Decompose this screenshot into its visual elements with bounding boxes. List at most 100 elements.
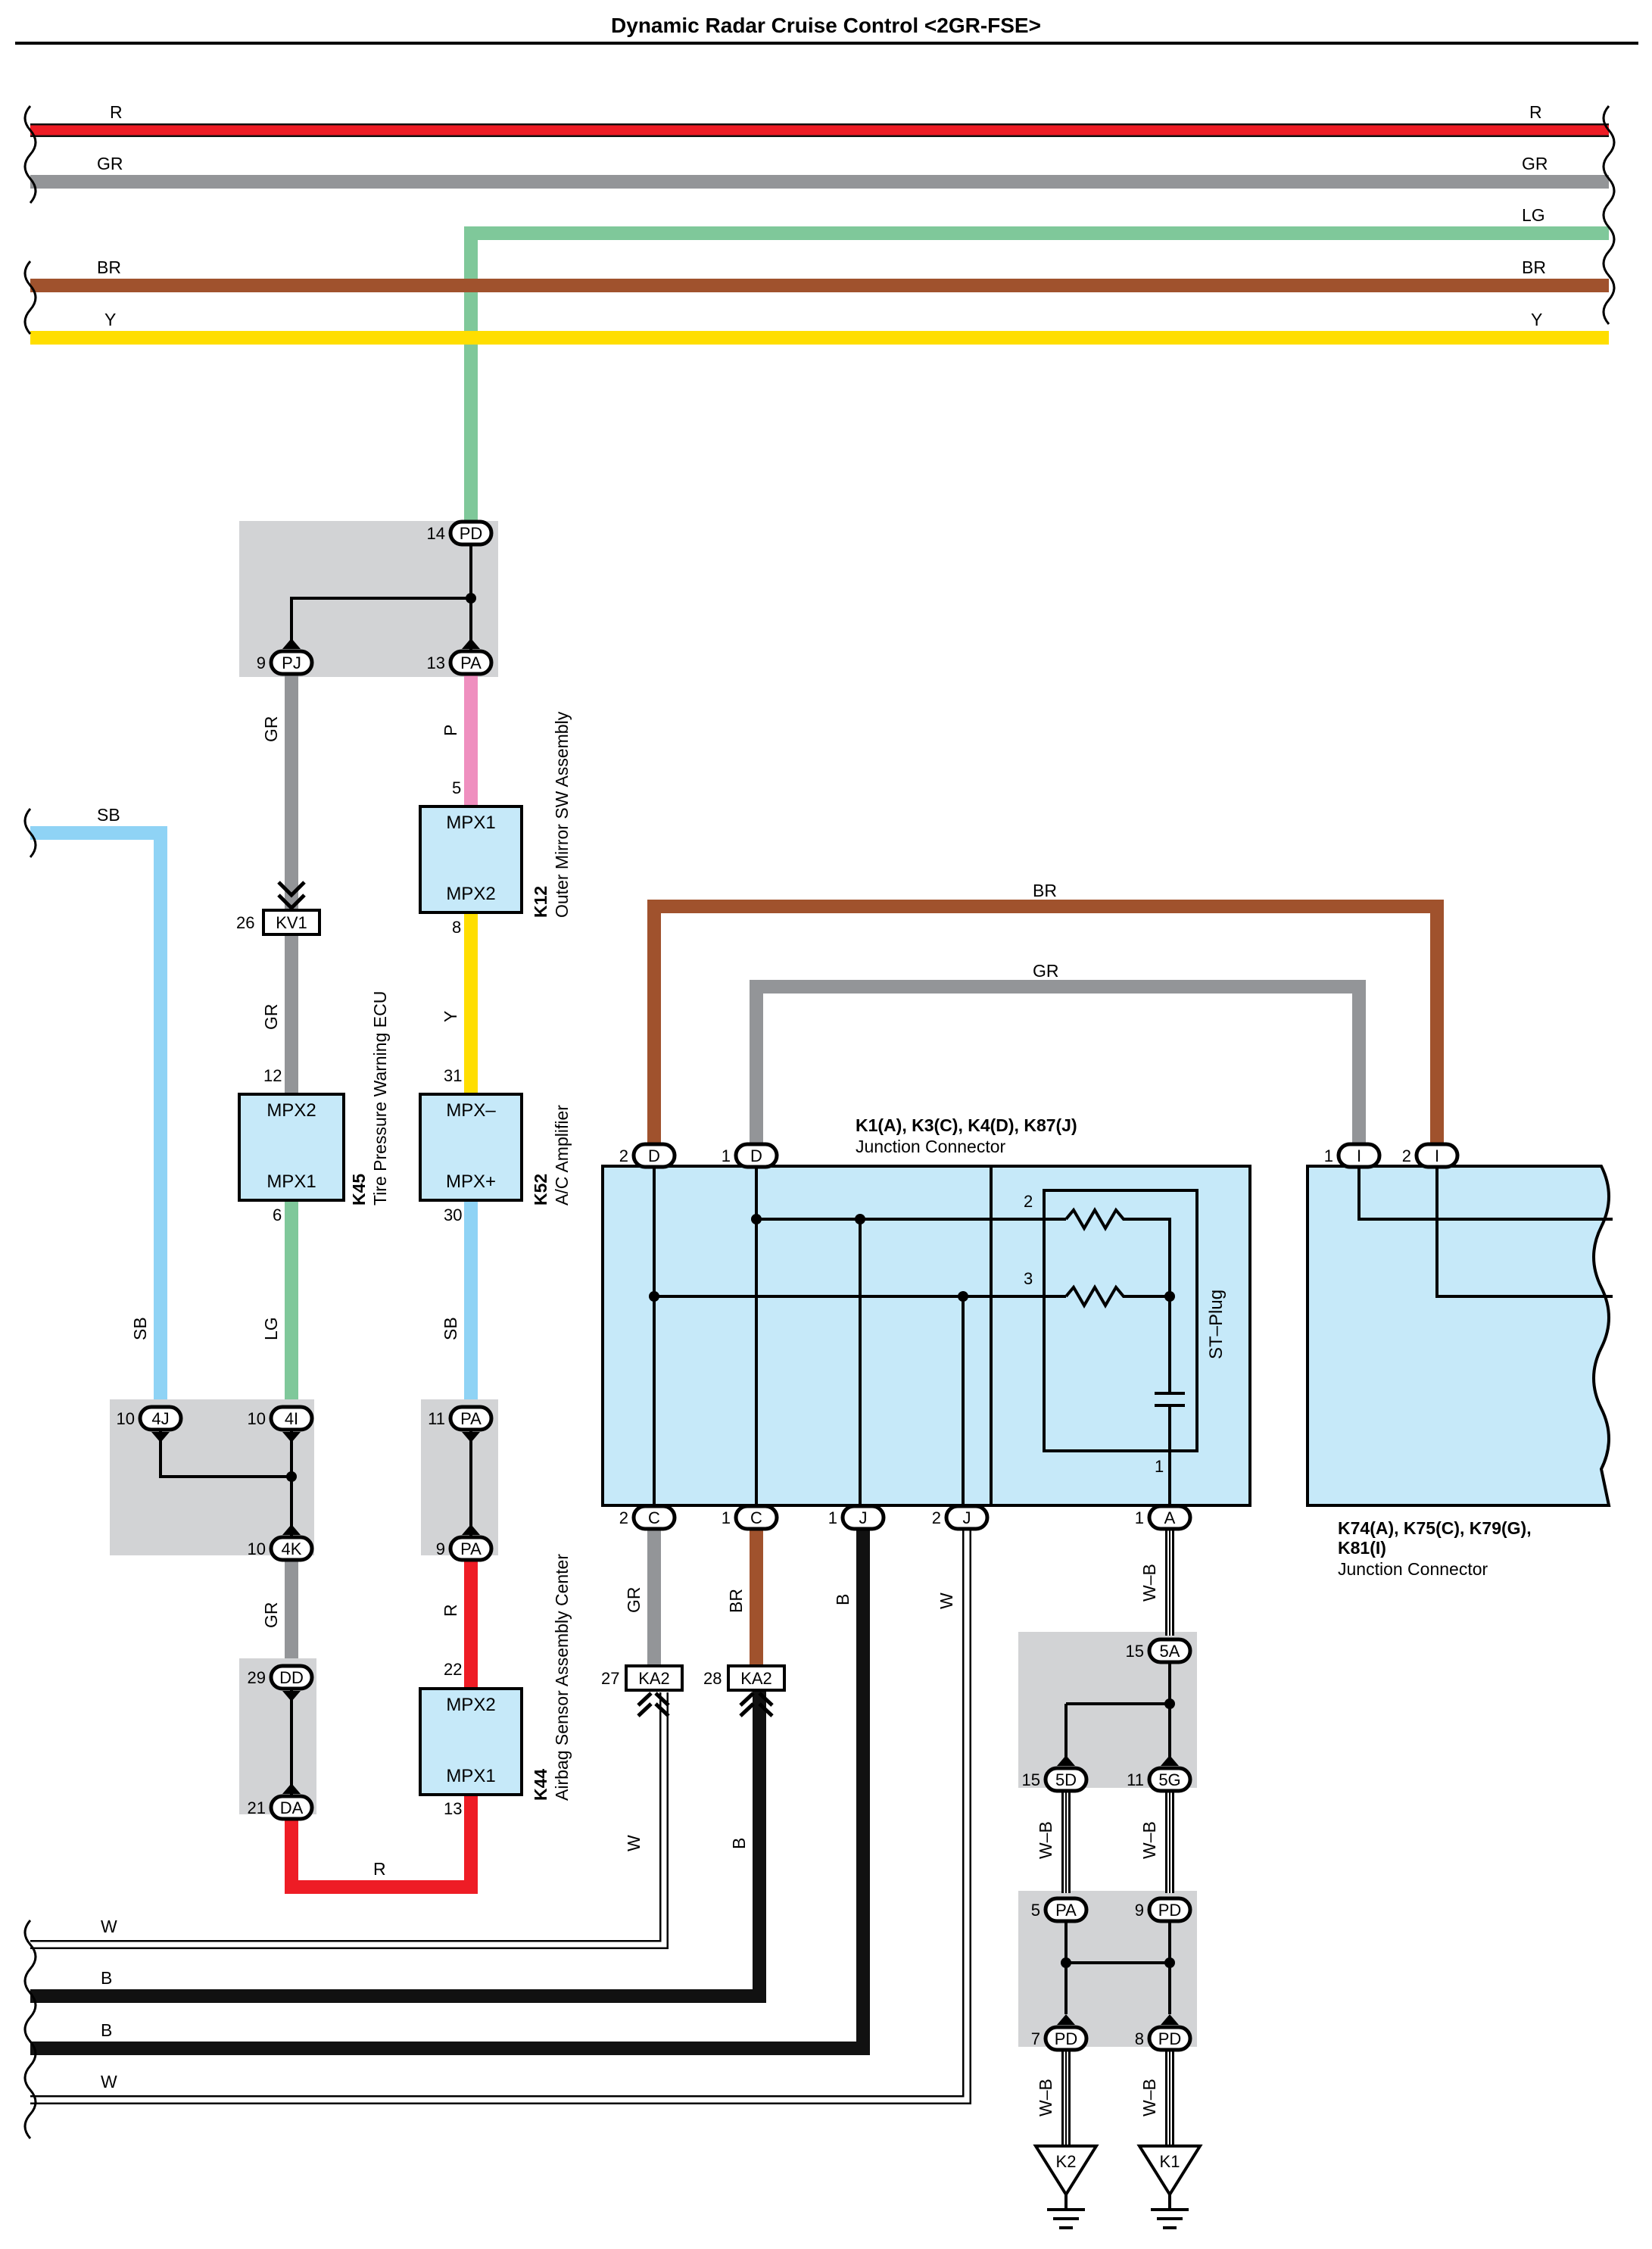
connector-da21: DA 21 [248, 1783, 314, 1821]
connector-c5g: 5G 11 [1127, 1755, 1192, 1793]
c4i-id: 4I [285, 1409, 298, 1428]
k12-pin-label-top: MPX1 [446, 813, 495, 833]
pa11-num: 11 [428, 1409, 445, 1428]
bus-label-br-left: BR [97, 257, 121, 277]
jc1-codes: K1(A), K3(C), K4(D), K87(J) [856, 1115, 1077, 1135]
pd8-num: 8 [1135, 2029, 1144, 2048]
bus-wire-lg: LG [464, 205, 1609, 545]
connector-ka2-28: KA2 28 [703, 1664, 786, 1717]
connector-j2: J2 [932, 1504, 990, 1531]
break-mark-sb [23, 808, 37, 858]
wire-label-gr-left-top: GR [261, 716, 281, 743]
pa5-num: 5 [1031, 1901, 1040, 1920]
k45-pin-bottom: 6 [273, 1206, 282, 1224]
wire-label-br-top: BR [1033, 881, 1057, 900]
bus-wire-gr: GR GR [30, 154, 1609, 189]
k44-pin-bottom: 13 [444, 1799, 462, 1818]
break-mark-right [1602, 105, 1616, 325]
pa5-id: PA [1055, 1901, 1077, 1920]
connector-d1: D1 [722, 1142, 779, 1169]
bus-label-w1: W [101, 1917, 117, 1936]
k12-name: Outer Mirror SW Assembly [552, 711, 572, 918]
wire-label-wb-2: W–B [1036, 1821, 1055, 1859]
wire-sb-left [30, 826, 167, 1412]
j1-num: 1 [828, 1508, 837, 1527]
k45-name: Tire Pressure Warning ECU [370, 991, 390, 1206]
k12-code: K12 [531, 886, 550, 918]
ground-k2-label: K2 [1056, 2152, 1077, 2171]
ground-k1: K1 [1136, 2145, 1203, 2229]
pd14-id: PD [460, 524, 483, 543]
wire-gr-loop [750, 980, 1366, 1155]
c5a-num: 15 [1126, 1642, 1144, 1661]
k12-pin-top: 5 [452, 778, 461, 797]
connector-pj9: PJ9 [257, 638, 314, 676]
diagram-title: Dynamic Radar Cruise Control <2GR-FSE> [611, 14, 1041, 37]
jc1-name: Junction Connector [856, 1137, 1006, 1156]
wire-r-bottom [285, 1795, 478, 1894]
wire-label-lg: LG [261, 1317, 281, 1340]
bus-label-y-left: Y [104, 310, 116, 329]
wire-label-gr-top: GR [1033, 961, 1059, 981]
wire-label-b-low: B [833, 1594, 852, 1605]
c5g-num: 11 [1127, 1770, 1144, 1789]
d1-id: D [750, 1146, 762, 1165]
c2-id: C [648, 1508, 660, 1527]
ground-chain: W–B W–B W–B W–B W–B [1018, 1530, 1197, 2146]
jc2-codes-line2: K81(I) [1338, 1538, 1386, 1558]
ka2-27-num: 27 [601, 1669, 619, 1688]
k52-code: K52 [531, 1174, 550, 1206]
pd7-num: 7 [1031, 2029, 1040, 2048]
pj9-id: PJ [282, 653, 301, 672]
c5a-id: 5A [1160, 1642, 1180, 1661]
pa13-id: PA [460, 653, 482, 672]
c5d-num: 15 [1022, 1770, 1040, 1789]
d2-num: 2 [619, 1146, 628, 1165]
kv1-id: KV1 [276, 913, 307, 932]
connector-pd9: PD9 [1135, 1896, 1192, 1923]
wire-label-gr-left-low: GR [261, 1602, 281, 1629]
k45-pin-label-bottom: MPX1 [267, 1171, 316, 1192]
connector-pa9: PA9 [436, 1524, 494, 1562]
pa9-num: 9 [436, 1539, 445, 1558]
wire-label-br-low: BR [726, 1589, 746, 1613]
i1-num: 1 [1324, 1146, 1333, 1165]
wire-label-r-bottom: R [373, 1859, 386, 1879]
jc2-name: Junction Connector [1338, 1559, 1488, 1579]
k44-code: K44 [531, 1769, 550, 1801]
bus-label-gr-left: GR [97, 154, 123, 173]
connector-kv1: KV1 26 [236, 881, 321, 936]
connector-c1: C1 [722, 1504, 779, 1531]
k44-pin-top: 22 [444, 1660, 462, 1679]
k44-name: Airbag Sensor Assembly Center [552, 1554, 572, 1801]
connector-pd14: PD 14 [427, 519, 494, 547]
connector-c2: C2 [619, 1504, 677, 1531]
j2-num: 2 [932, 1508, 941, 1527]
connector-pd7: PD7 [1031, 2014, 1089, 2052]
k44-pin-label-bottom: MPX1 [446, 1766, 495, 1786]
connector-a1: A1 [1135, 1504, 1192, 1531]
wire-label-y: Y [441, 1011, 460, 1022]
wire-br-loop [647, 900, 1444, 1155]
bus-label-gr-right: GR [1522, 154, 1548, 173]
break-mark-left [23, 105, 37, 335]
k52-name: A/C Amplifier [552, 1105, 572, 1206]
bus-label-b1: B [101, 1968, 112, 1988]
da21-num: 21 [248, 1798, 266, 1817]
da21-id: DA [280, 1798, 304, 1817]
dd29-num: 29 [248, 1668, 266, 1687]
pd14-num: 14 [427, 524, 445, 543]
jc2-codes-line1: K74(A), K75(C), K79(G), [1338, 1518, 1532, 1538]
connector-i1: I1 [1324, 1142, 1382, 1169]
j1-id: J [859, 1508, 868, 1527]
c5g-id: 5G [1158, 1770, 1180, 1789]
c4j-num: 10 [117, 1409, 135, 1428]
pd9-id: PD [1158, 1901, 1182, 1920]
bus-wire-y: Y Y [30, 310, 1609, 345]
bus-label-lg-right: LG [1522, 205, 1545, 225]
wire-label-w-low: W [937, 1592, 956, 1609]
